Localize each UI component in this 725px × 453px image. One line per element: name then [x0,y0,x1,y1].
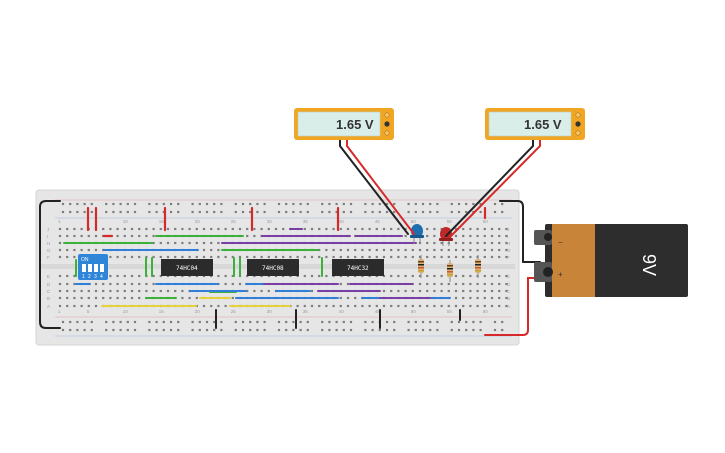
dip-num-3: 3 [94,274,97,280]
dip-num-1: 1 [82,274,85,280]
column-number: 50 [411,309,417,314]
led-red[interactable] [439,227,453,246]
row-letter: G [47,248,51,253]
green-wires[interactable] [63,235,323,299]
column-number: 50 [411,219,417,224]
multimeter-1[interactable]: 1.65 V [294,108,394,140]
resistor-1 [418,255,424,278]
row-letter: C [47,289,51,294]
chip-label-1: 74HC04 [176,265,198,272]
row-letter: H [507,241,510,246]
row-letter: I [47,234,48,239]
row-letter: D [47,282,51,287]
row-letter: B [47,296,50,301]
column-number: 60 [483,309,489,314]
column-number: 10 [123,309,129,314]
dip-switch[interactable]: ON 1 2 3 4 [78,254,108,280]
column-number: 40 [339,219,345,224]
row-letter: F [507,255,510,260]
meter-2-reading: 1.65 V [524,117,562,132]
row-letter: I [507,234,508,239]
black-wires[interactable] [39,200,524,329]
row-letter: J [507,227,509,232]
chip-label-3: 74HC32 [347,265,369,272]
chip-label-2: 74HC08 [262,265,284,272]
row-letter: A [507,304,510,309]
meter-1-reading: 1.65 V [336,117,374,132]
meter-2-probe-wires[interactable] [445,137,541,237]
column-number: 55 [447,219,453,224]
row-letter: F [47,255,50,260]
row-letter: E [47,274,50,279]
column-number: 45 [375,309,381,314]
column-number: 40 [339,309,345,314]
chip-74hc32[interactable]: 74HC32 [332,259,384,276]
multimeter-2[interactable]: 1.65 V [485,108,585,140]
column-number: 20 [195,219,201,224]
battery-plus-sign: + [558,270,563,279]
column-number: 35 [303,219,309,224]
dip-switch-label: ON [81,257,89,263]
column-number: 30 [267,219,273,224]
row-letter: A [47,304,50,309]
column-number: 45 [375,219,381,224]
column-number: 15 [159,219,165,224]
row-letter: J [47,227,49,232]
column-number: 5 [87,309,90,314]
resistor-2 [447,260,453,282]
row-letter: D [507,282,511,287]
red-wires[interactable] [86,206,487,238]
row-letter: H [47,241,50,246]
column-number: 55 [447,309,453,314]
chip-74hc04[interactable]: 74HC04 [161,259,213,276]
chip-74hc08[interactable]: 74HC08 [247,259,299,276]
meter-1-probe-wires[interactable] [339,137,415,235]
resistor-3 [475,255,481,278]
column-number: 20 [195,309,201,314]
column-number: 10 [123,219,129,224]
row-letter: B [507,296,510,301]
battery-label: 9V [639,254,659,276]
column-number: 25 [231,309,237,314]
battery-minus-sign: − [558,238,563,247]
row-letter: E [507,274,510,279]
resistors[interactable] [418,255,481,282]
dip-num-4: 4 [100,274,103,280]
battery-9v[interactable]: − + 9V [534,224,688,297]
column-number: 60 [483,219,489,224]
column-number: 25 [231,219,237,224]
row-letter: C [507,289,511,294]
column-number: 30 [267,309,273,314]
column-number: 1 [58,219,61,224]
column-number: 15 [159,309,165,314]
column-number: 35 [303,309,309,314]
row-letter: G [507,248,511,253]
column-number: 1 [58,309,61,314]
purple-wires[interactable] [221,228,431,299]
dip-num-2: 2 [88,274,91,280]
yellow-wires[interactable] [101,297,291,307]
